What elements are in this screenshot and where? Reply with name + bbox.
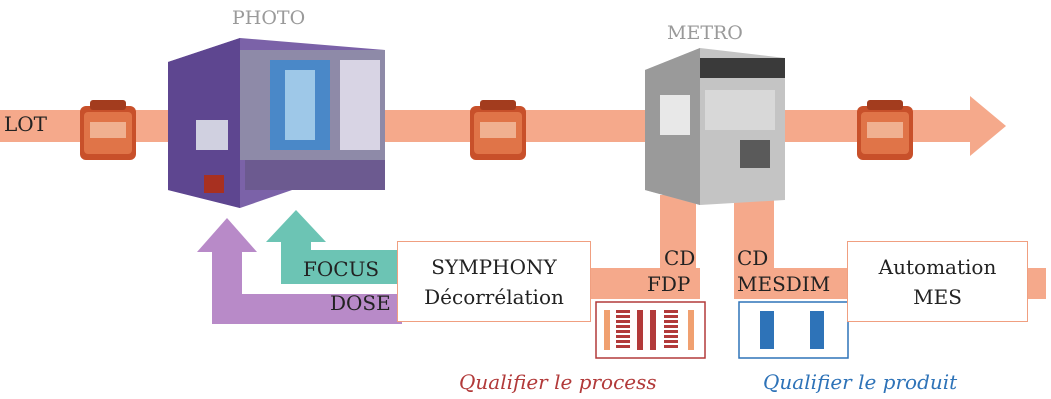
process-caption: Qualifier le process (459, 370, 657, 394)
mesdim-label: MESDIM (737, 272, 831, 296)
automation-mes-box: Automation MES (847, 241, 1028, 322)
product-qualification-pattern (738, 301, 849, 359)
automation-title: Automation (878, 254, 997, 279)
focus-feedback-arrow (266, 210, 402, 284)
symphony-subtitle: Décorrélation (424, 284, 564, 309)
product-caption: Qualifier le produit (763, 370, 958, 394)
photo-label: PHOTO (232, 7, 306, 29)
metrology-tool-icon (645, 48, 785, 205)
automation-out-stub (1028, 268, 1046, 299)
fdp-label: FDP (647, 272, 691, 296)
focus-label: FOCUS (303, 257, 380, 281)
asml-scanner-icon (168, 38, 385, 208)
cd-label-left: CD (664, 246, 696, 270)
wafer-pod-icon (857, 100, 913, 160)
symphony-fdp-link (590, 268, 700, 299)
symphony-title: SYMPHONY (431, 254, 557, 279)
wafer-pod-icon (80, 100, 136, 160)
dose-feedback-arrow (197, 218, 402, 324)
mesdim-automation-link (734, 268, 850, 299)
cd-label-right: CD (737, 246, 769, 270)
process-qualification-pattern (595, 301, 706, 359)
metro-label: METRO (667, 22, 743, 44)
symphony-box: SYMPHONY Décorrélation (397, 241, 591, 322)
mes-subtitle: MES (913, 284, 962, 309)
dose-label: DOSE (330, 291, 391, 315)
lot-label: LOT (4, 112, 48, 136)
wafer-pod-icon (470, 100, 526, 160)
